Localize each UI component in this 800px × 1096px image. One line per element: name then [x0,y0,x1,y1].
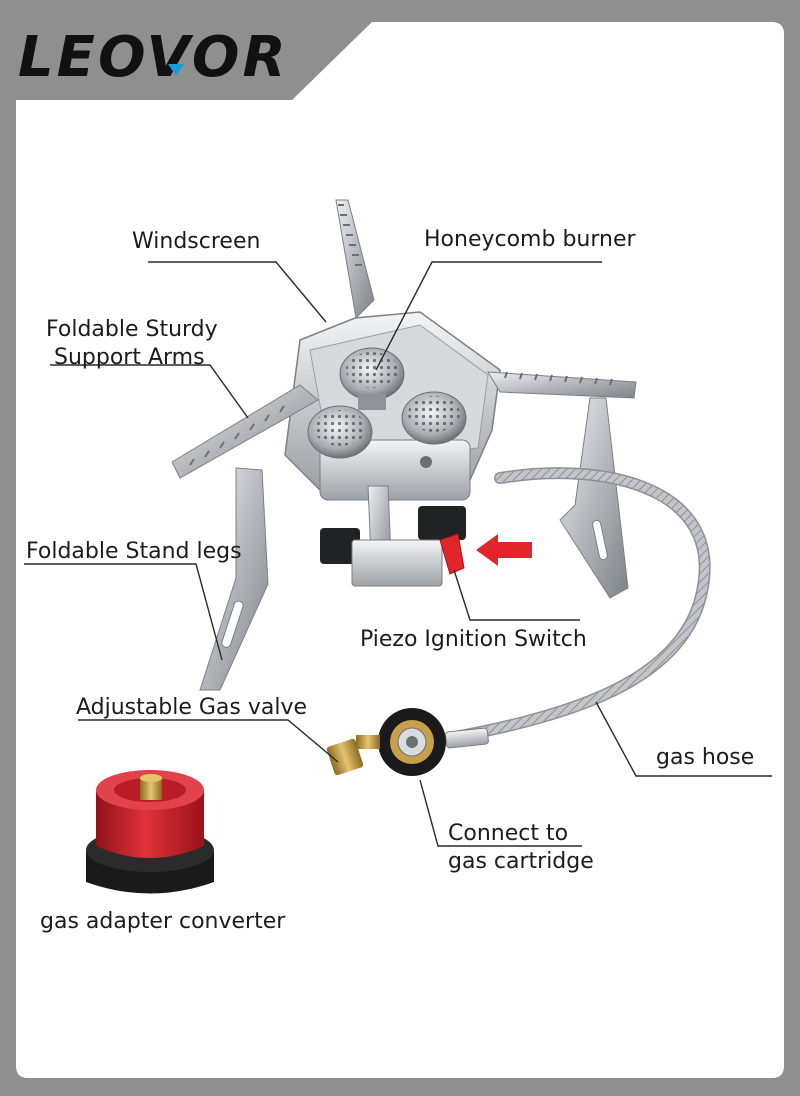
leader-gas-valve [78,719,339,763]
leader-windscreen [148,261,327,323]
cartridge-connector [378,708,446,776]
right-stand-leg [559,397,629,599]
brand-logo-text: LEOVOR [18,25,289,90]
leader-connect-cartridge [419,779,582,847]
back-support-arm [335,199,375,320]
adapter-brass-nozzle [140,778,162,800]
arm-teeth [504,371,613,386]
leader-gas-hose [595,701,772,777]
arm-teeth [189,405,285,466]
label-piezo-switch: Piezo Ignition Switch [360,627,587,652]
burner-base [319,439,471,501]
leader-piezo-switch [453,569,580,621]
leader-support-arms [50,364,249,419]
label-support-arms-line1: Foldable Sturdy [46,317,218,342]
gas-hose [455,468,710,741]
label-stand-legs: Foldable Stand legs [26,539,242,564]
leg-slot [221,600,244,648]
label-adapter: gas adapter converter [40,909,286,934]
red-arrow-left-icon [476,534,532,566]
label-gas-hose: gas hose [656,745,754,770]
label-honeycomb-burner: Honeycomb burner [424,227,636,252]
label-gas-valve: Adjustable Gas valve [76,695,307,720]
label-connect-line2: gas cartridge [448,849,594,874]
label-connect-line1: Connect to [448,821,568,846]
leader-honeycomb-burner [375,261,602,371]
honeycomb-burner-left [307,405,373,459]
label-support-arms-line2: Support Arms [54,345,205,370]
hose-ferrule [445,727,489,749]
piezo-ignition-button [439,533,465,575]
arm-teeth [338,204,362,266]
brand-logo: LEOVOR [18,25,289,90]
logo-accent-mark [168,64,184,76]
stove-illustration [171,199,711,776]
gas-adapter-converter [86,770,214,894]
leg-slot [592,519,608,561]
left-stand-leg [199,467,269,691]
right-support-arm [487,371,637,399]
valve-housing [351,539,443,587]
label-windscreen: Windscreen [132,229,260,254]
adapter-nozzle-tip [140,774,162,782]
base-bolt [420,456,432,468]
valve-knob-left [320,528,360,564]
adjustable-gas-valve [326,735,380,776]
leader-stand-legs [24,563,223,661]
leader-lines [24,261,772,847]
honeycomb-burner-right [401,391,467,445]
honeycomb-burner-top [339,347,405,410]
valve-knob-right [418,506,466,540]
